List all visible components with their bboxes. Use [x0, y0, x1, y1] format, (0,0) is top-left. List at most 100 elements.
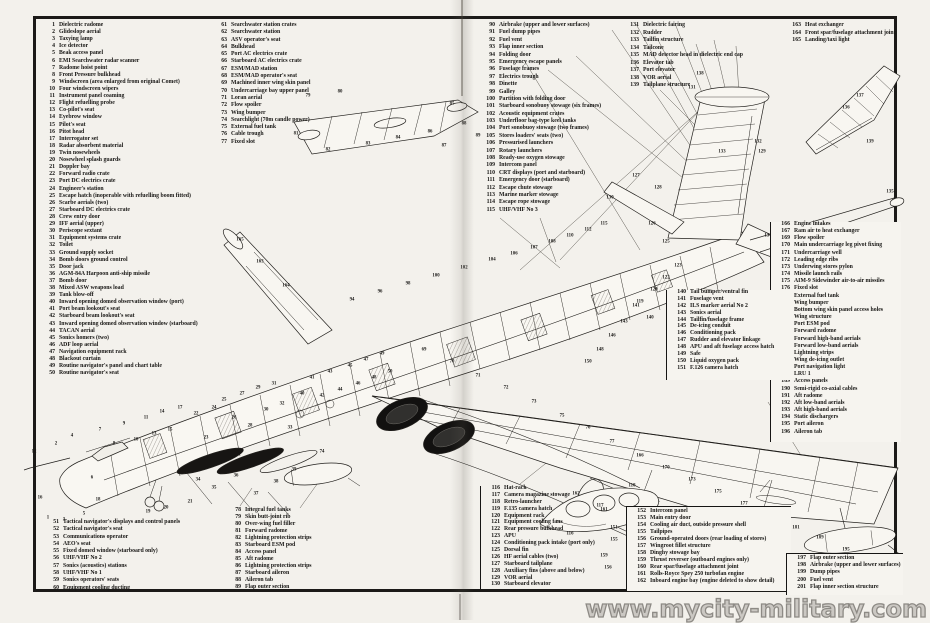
tailplane-structure-detail — [805, 65, 901, 155]
fuselage — [59, 231, 765, 509]
engine-intakes — [376, 396, 641, 533]
searchlight-pod — [283, 462, 361, 487]
equipment-crates — [142, 269, 673, 459]
cockpit — [23, 437, 165, 512]
refuelling-probe — [23, 457, 71, 471]
starboard-wing — [222, 228, 333, 345]
